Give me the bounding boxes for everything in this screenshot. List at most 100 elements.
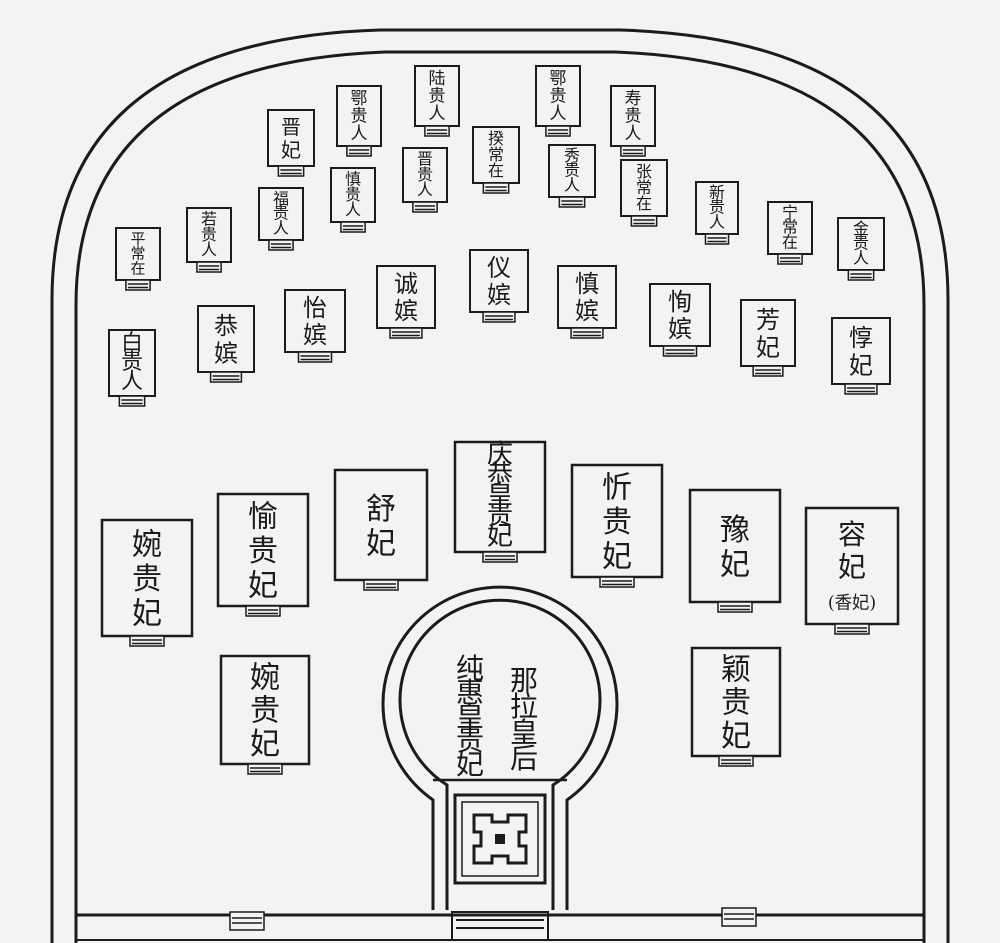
tablet-char: 贵 <box>550 87 567 107</box>
tablet-group: 晋妃鄂贵人陆贵人鄂贵人寿贵人慎贵人晋贵人揆常在秀贵人张常在新贵人宁常在金贵人平常… <box>100 65 900 775</box>
tablet-char: 妃 <box>248 569 278 604</box>
tablet-frame <box>837 217 885 271</box>
tablet-char: 慎 <box>575 270 599 298</box>
tablet-frame <box>767 201 813 255</box>
tablet-char: 人 <box>351 124 368 144</box>
tablet-char: 金 <box>853 219 869 238</box>
tablet-char: 慎 <box>345 170 361 189</box>
tablet-char: 妃 <box>132 597 162 632</box>
tablet-char: 妃 <box>756 334 780 362</box>
tablet-char: 惇 <box>849 324 873 352</box>
tablet-char: 在 <box>636 194 652 213</box>
tablet-base <box>834 623 870 635</box>
tablet-wei-guiren: 慎贵人 <box>330 167 376 233</box>
tablet-char: 在 <box>130 259 145 277</box>
tablet-char: 人 <box>564 175 580 194</box>
tablet-char: 嫔 <box>394 297 418 325</box>
tablet-char: 揆 <box>488 129 504 148</box>
tablet-char: 陆 <box>429 69 446 89</box>
tablet-char: 若 <box>201 210 217 229</box>
tablet-char: 常 <box>636 178 652 197</box>
tablet-char: 贵 <box>602 505 632 540</box>
tablet-frame <box>649 283 711 347</box>
tablet-char: 人 <box>625 124 642 144</box>
tablet-qi-guiren: 福贵人 <box>258 187 304 251</box>
tablet-ying-changzai: 揆常在 <box>472 126 520 194</box>
tablet-char: 嫔 <box>303 321 327 349</box>
outer-wall <box>50 28 950 943</box>
tablet-xun-pin: 恂嫔 <box>649 283 711 357</box>
tablet-ping-changzai: 平常在 <box>115 227 161 291</box>
tablet-char: 贵 <box>273 204 289 223</box>
tablet-base <box>129 635 165 647</box>
tablet-shou-guiren: 寿贵人 <box>610 85 656 157</box>
tablet-base <box>704 233 730 245</box>
tablet-frame <box>610 85 656 147</box>
tablet-ning-changzai: 宁常在 <box>767 201 813 265</box>
tablet-bai-guiren: 鄂贵人 <box>535 65 581 137</box>
tablet-xiu-guiren: 秀贵人 <box>548 144 596 208</box>
tablet-char: 恂 <box>668 288 692 316</box>
tablet-char: 贵 <box>250 694 280 729</box>
tablet-frame <box>402 147 448 203</box>
tablet-ruo-guiren: 若贵人 <box>186 207 232 273</box>
tablet-char: 嫔 <box>487 281 511 309</box>
tablet-char: 平 <box>130 230 145 248</box>
tablet-frame <box>267 109 315 167</box>
tablet-base <box>297 351 333 363</box>
tablet-frame <box>690 646 782 758</box>
tablet-dun-fei: 惇妃 <box>831 317 891 395</box>
tablet-char: 忻 <box>602 471 632 506</box>
tablet-char: 新 <box>709 183 725 202</box>
tablet-char: 人 <box>417 180 433 199</box>
tablet-shu-fei: 舒妃 <box>333 468 429 591</box>
tablet-char: 妃 <box>281 138 301 162</box>
center-right-name: 那拉皇后 <box>510 664 538 775</box>
tablet-cheng-pin: 诚嫔 <box>376 265 436 339</box>
tablet-chun-guifei: 婉贵妃 <box>100 518 194 647</box>
tablet-base <box>718 755 754 767</box>
tablet-char: 妃 <box>838 550 866 583</box>
tablet-base <box>245 605 281 617</box>
tablet-char: 嫔 <box>668 315 692 343</box>
tablet-char: 嫔 <box>575 297 599 325</box>
tablet-char: 人 <box>121 370 143 395</box>
tablet-base <box>209 371 243 383</box>
tablet-char: 妃 <box>602 540 632 575</box>
tablet-char: 皇 <box>487 481 513 511</box>
tablet-frame <box>333 468 429 582</box>
tablet-yi-pin-2: 仪嫔 <box>469 249 529 323</box>
tablet-char: 张 <box>636 162 652 181</box>
tablet-gong-pin: 恭嫔 <box>197 305 255 383</box>
tablet-char: 愉 <box>248 500 278 535</box>
tablet-char: 妃 <box>849 352 873 380</box>
tablet-char: 舒 <box>366 492 396 527</box>
tablet-char: 妃 <box>250 727 280 762</box>
tablet-char: 人 <box>201 240 217 259</box>
tablet-frame <box>186 207 232 263</box>
tablet-base <box>717 601 753 613</box>
tablet-char: 常 <box>782 218 798 237</box>
tablet-base <box>545 125 571 137</box>
tablet-base <box>363 579 399 591</box>
tablet-shen-pin: 慎嫔 <box>557 265 617 339</box>
tablet-char: 贵 <box>564 161 580 180</box>
tablet-char: 贵 <box>248 534 278 569</box>
tablet-base <box>277 165 305 177</box>
tablet-ying-guifei: 颖贵妃 <box>690 646 782 767</box>
tablet-frame <box>100 518 194 638</box>
tablet-xin-guiren: 新贵人 <box>695 181 739 245</box>
tablet-wan-guifei: 婉贵妃 <box>219 654 311 775</box>
tablet-base <box>340 221 366 233</box>
tablet-char: 诚 <box>394 270 418 298</box>
tablet-base <box>247 763 283 775</box>
tablet-char: 恭 <box>214 312 238 340</box>
tablet-base <box>346 145 372 157</box>
tablet-char: 恭 <box>487 460 513 490</box>
tablet-char: 贵 <box>487 501 513 531</box>
tablet-base <box>118 395 146 407</box>
tablet-char: 贵 <box>121 350 143 375</box>
tablet-yu-fei: 豫妃 <box>688 488 782 613</box>
